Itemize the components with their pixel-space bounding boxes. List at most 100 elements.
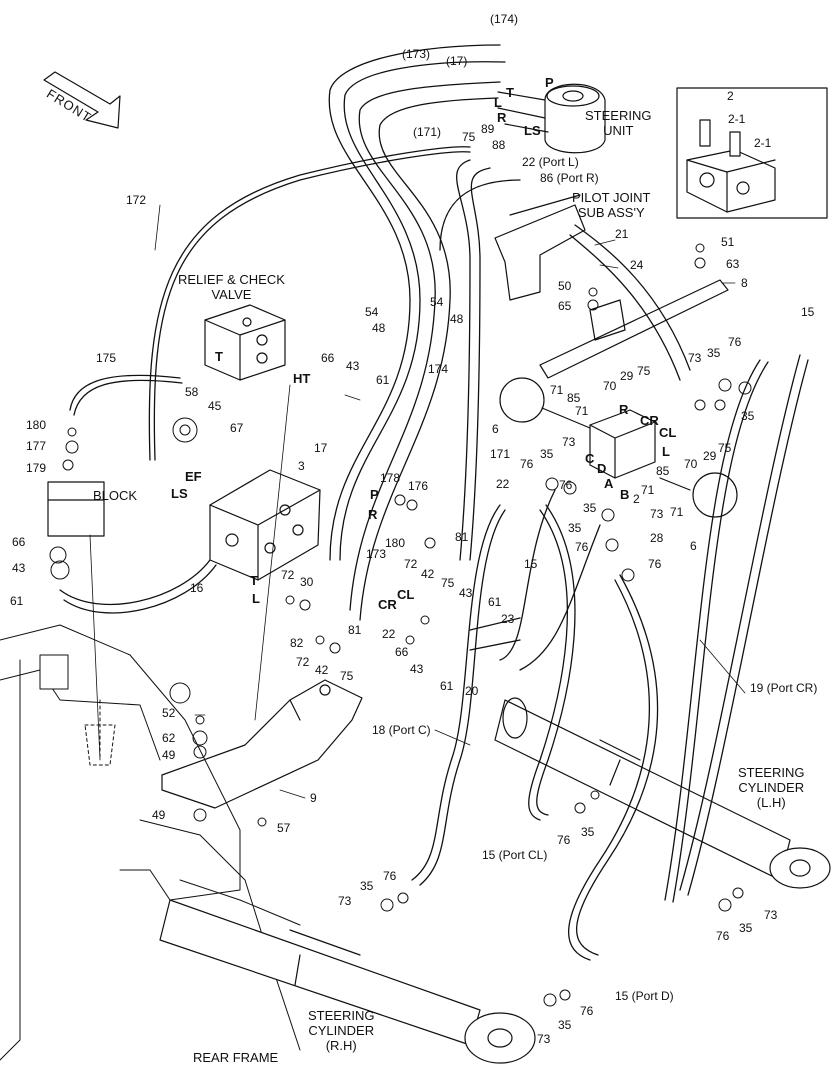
accumulator-right — [659, 472, 738, 518]
port-letter: B — [620, 487, 630, 502]
callout: 72 — [281, 568, 295, 582]
callout: 76 — [648, 557, 662, 571]
port-letter: CL — [397, 587, 415, 602]
pilot-valve-block — [589, 409, 656, 479]
relief-check-valve — [204, 304, 286, 381]
callout: 73 — [650, 507, 664, 521]
callout: 8 — [741, 276, 748, 290]
callout: 17 — [314, 441, 328, 455]
port-letter: R — [497, 110, 507, 125]
callout: 73 — [764, 908, 778, 922]
callout: 89 — [481, 122, 495, 136]
port-letter: L — [252, 591, 260, 606]
callout: 76 — [728, 335, 742, 349]
callout: (173) — [402, 47, 431, 61]
port-letter: EF — [185, 469, 202, 484]
callout: 15 (Port CL) — [482, 848, 548, 862]
port-letter: T — [506, 85, 514, 100]
callout: 75 — [340, 669, 354, 683]
cylinder-rh-title-line3: (R.H) — [325, 1038, 357, 1053]
port-letter: CR — [640, 413, 659, 428]
callout: 21 — [615, 227, 629, 241]
callout: 180 — [26, 418, 47, 432]
cylinder-lh-title-line3: (L.H) — [756, 795, 786, 810]
callout: 43 — [12, 561, 26, 575]
front-arrow-icon — [43, 71, 121, 129]
callout: 35 — [741, 409, 755, 423]
callout: 66 — [395, 645, 409, 659]
callout: 73 — [338, 894, 352, 908]
callout: (174) — [490, 12, 519, 26]
callout: 22 (Port L) — [522, 155, 579, 169]
callout: 66 — [321, 351, 335, 365]
inset-callout: 2-1 — [754, 136, 772, 150]
cylinder-rh-title-line2: CYLINDER — [308, 1023, 375, 1038]
port-letter: L — [494, 95, 502, 110]
block-title: BLOCK — [93, 488, 138, 503]
callout: 72 — [404, 557, 418, 571]
callout: 29 — [703, 449, 717, 463]
callout: 35 — [739, 921, 753, 935]
callout: 35 — [540, 447, 554, 461]
callout: 16 — [190, 581, 204, 595]
port-letter: CR — [378, 597, 397, 612]
callout: 172 — [126, 193, 147, 207]
steering-unit-title-line2: UNIT — [603, 123, 634, 138]
port-letter: P — [370, 487, 379, 502]
callout: 71 — [641, 483, 655, 497]
relief-check-title-line2: VALVE — [211, 287, 252, 302]
callout: 73 — [537, 1032, 551, 1046]
callout: 45 — [208, 399, 222, 413]
relief-check-title: RELIEF & CHECK VALVE — [178, 272, 285, 302]
callout: 58 — [185, 385, 199, 399]
steering-cylinder-lh — [494, 697, 831, 889]
port-letter: T — [250, 573, 258, 588]
callout: 6 — [492, 422, 499, 436]
callout: 76 — [559, 478, 573, 492]
callout: 43 — [410, 662, 424, 676]
cylinder-lh-title-line2: CYLINDER — [738, 780, 805, 795]
port-letter: LS — [171, 486, 188, 501]
callout: 63 — [726, 257, 740, 271]
callout: 42 — [315, 663, 329, 677]
callout: 49 — [162, 748, 176, 762]
accumulator-left — [499, 377, 591, 429]
callout: 171 — [490, 447, 511, 461]
callout: 175 — [96, 351, 117, 365]
callout: 75 — [462, 130, 476, 144]
rear-frame — [0, 624, 301, 1061]
callout: 71 — [575, 404, 589, 418]
callout: 61 — [440, 679, 454, 693]
callout: 73 — [688, 351, 702, 365]
port-letter: CL — [659, 425, 677, 440]
callout: 65 — [558, 299, 572, 313]
callout: 76 — [557, 833, 571, 847]
callout: 76 — [580, 1004, 594, 1018]
port-letter: LS — [524, 123, 541, 138]
callout: 6 — [690, 539, 697, 553]
callout: 61 — [376, 373, 390, 387]
callout: 35 — [558, 1018, 572, 1032]
port-letter: R — [619, 402, 629, 417]
callout: 43 — [459, 586, 473, 600]
callout: 176 — [408, 479, 429, 493]
callout: 70 — [603, 379, 617, 393]
callout: 15 — [524, 557, 538, 571]
steering-unit-title-line1: STEERING — [585, 108, 652, 123]
callout: 2 — [633, 492, 640, 506]
inset-box — [676, 87, 828, 219]
callout: 29 — [620, 369, 634, 383]
callout: 70 — [684, 457, 698, 471]
cylinder-lh-title-line1: STEERING — [738, 765, 805, 780]
callout: 75 — [718, 441, 732, 455]
callout: 18 (Port C) — [372, 723, 431, 737]
callout: 23 — [501, 612, 515, 626]
port-letter: D — [597, 461, 607, 476]
port-letter: T — [215, 349, 223, 364]
callout: 62 — [162, 731, 176, 745]
callout: 66 — [12, 535, 26, 549]
hose-lines — [59, 44, 809, 961]
callout: 72 — [296, 655, 310, 669]
callout: 174 — [428, 362, 449, 376]
